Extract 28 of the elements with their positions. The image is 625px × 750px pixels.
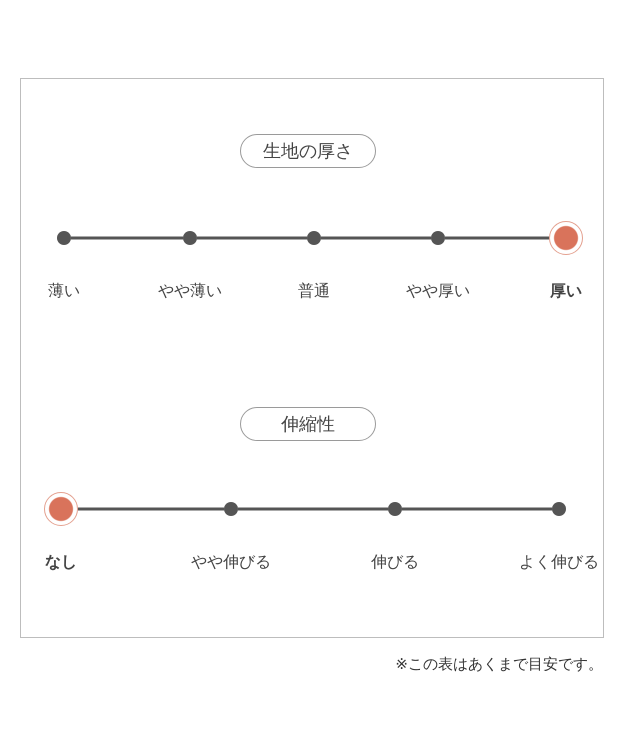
scale-label: 普通: [298, 281, 330, 302]
scale-line: [402, 508, 552, 510]
scale-dot: [224, 502, 238, 516]
scale-label: 伸びる: [371, 552, 419, 573]
scale-label: 薄い: [48, 281, 80, 302]
scale-line: [238, 508, 388, 510]
scale-label: やや薄い: [158, 281, 222, 302]
scale-line: [71, 236, 183, 240]
scale-line: [78, 508, 224, 510]
scale-label: やや厚い: [406, 281, 470, 302]
heading-pill: 伸縮性: [240, 407, 376, 441]
scale-label: やや伸びる: [191, 552, 271, 573]
selected-scale-dot: [44, 492, 78, 526]
scale-label: よく伸びる: [519, 552, 599, 573]
scale-line: [197, 236, 307, 240]
scale-line: [321, 236, 431, 240]
selected-scale-dot: [549, 221, 583, 255]
scale-dot: [431, 231, 445, 245]
scale-dot: [552, 502, 566, 516]
scale-dot: [388, 502, 402, 516]
scale-label: 厚い: [550, 281, 582, 302]
scale-line: [445, 236, 549, 240]
scale-dot: [57, 231, 71, 245]
heading-pill: 生地の厚さ: [240, 134, 376, 168]
scale-dot: [307, 231, 321, 245]
scale-dot: [183, 231, 197, 245]
scale-label: なし: [45, 552, 77, 573]
caption-note: ※この表はあくまで目安です。: [395, 655, 603, 674]
